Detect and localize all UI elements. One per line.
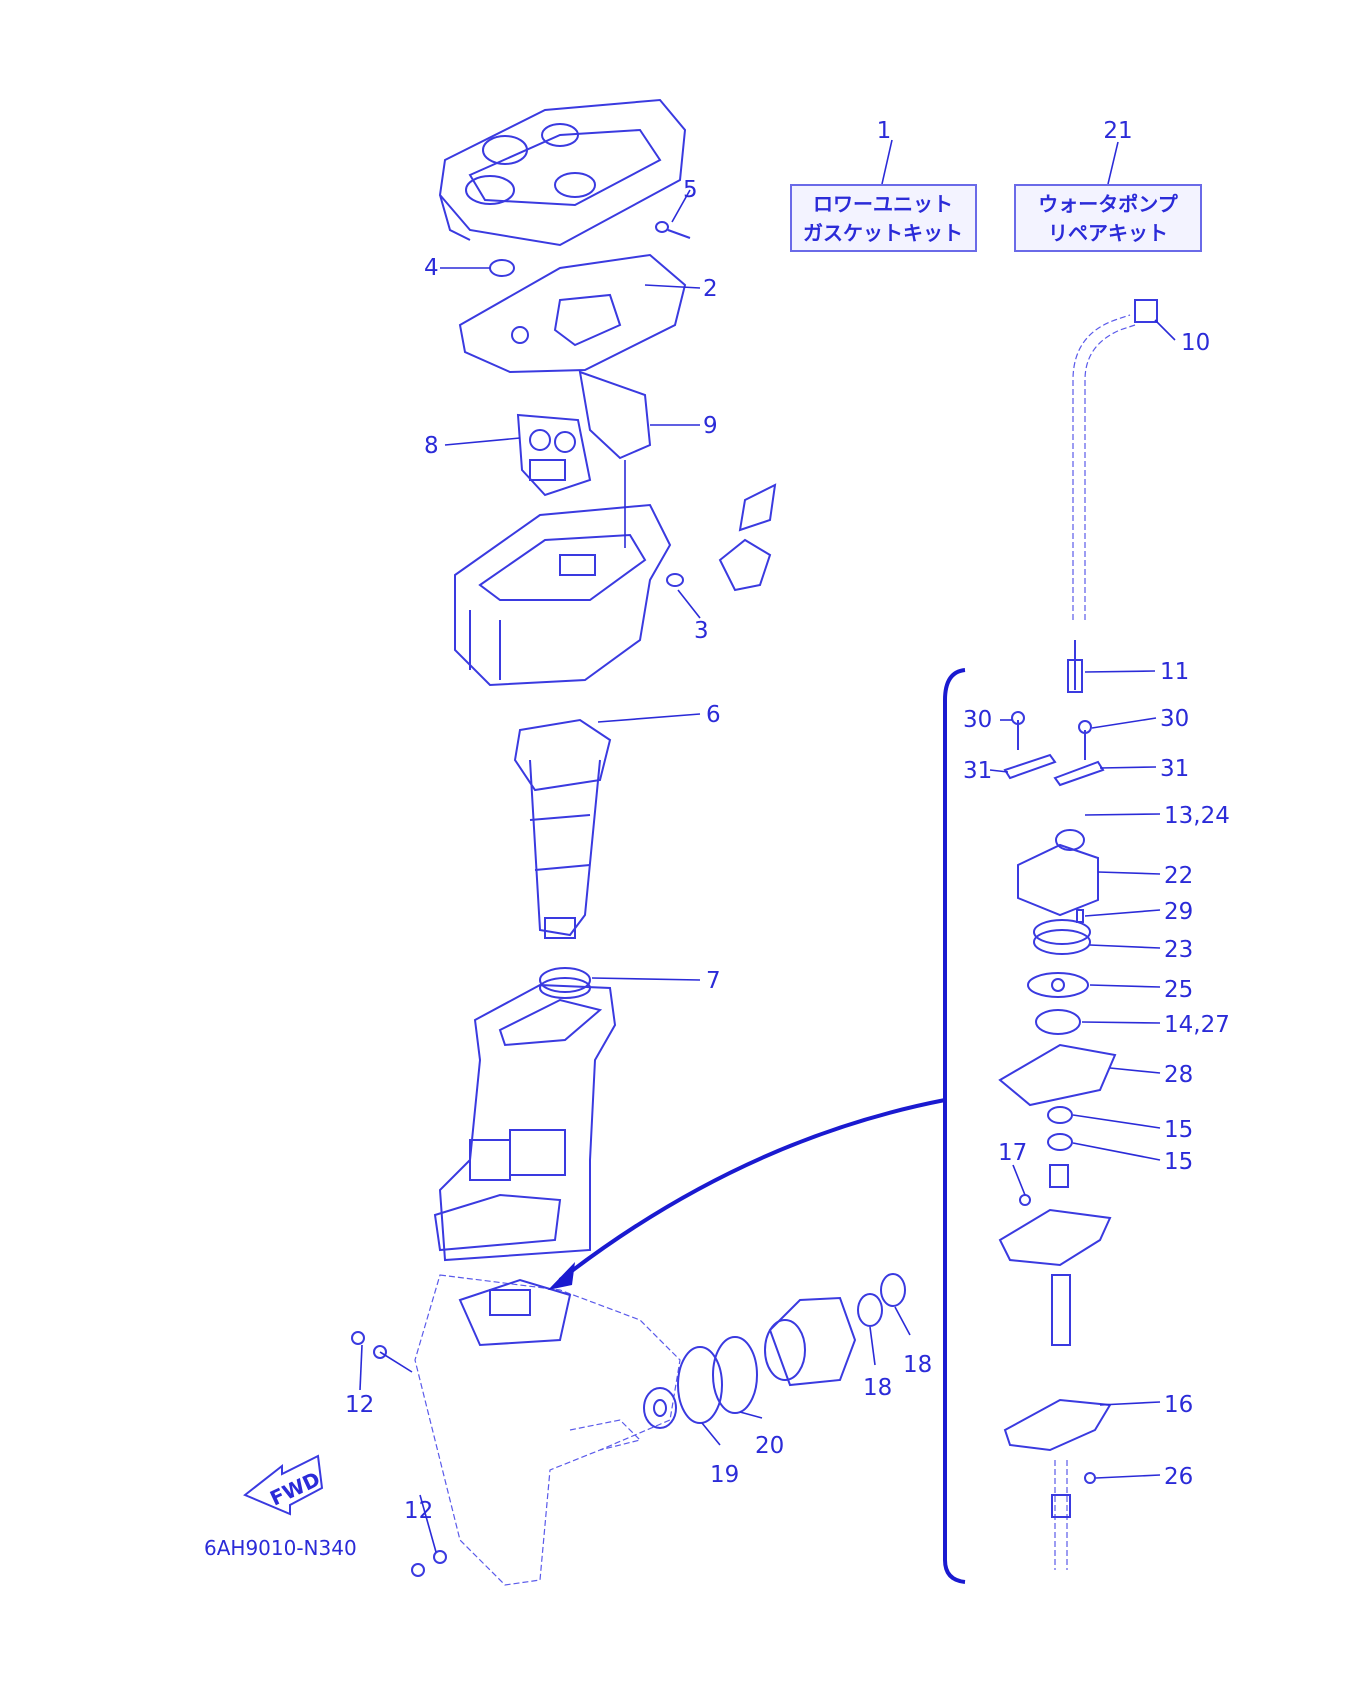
callout-6: 6 bbox=[706, 702, 721, 728]
callout-labels: 5 4 2 8 9 3 6 7 10 11 30 30 31 31 13,24 … bbox=[345, 177, 1230, 1524]
seal-7 bbox=[539, 967, 591, 999]
callout-18a: 18 bbox=[863, 1375, 892, 1401]
fwd-arrow-icon: FWD bbox=[243, 1454, 324, 1516]
bolt-30b bbox=[1078, 720, 1092, 760]
callout-19: 19 bbox=[710, 1462, 739, 1488]
kit-number: 1 bbox=[877, 118, 892, 144]
callout-30b: 30 bbox=[1160, 706, 1189, 732]
key-29 bbox=[1076, 909, 1084, 923]
kit-water-pump-repair: 21 ウォータポンプ リペアキット bbox=[1014, 118, 1202, 252]
plate-31b bbox=[1053, 760, 1105, 787]
callout-25: 25 bbox=[1164, 977, 1193, 1003]
callout-16: 16 bbox=[1164, 1392, 1193, 1418]
callout-14-27: 14,27 bbox=[1164, 1012, 1230, 1038]
sleeve bbox=[1051, 1274, 1071, 1346]
washer-4 bbox=[489, 259, 515, 277]
kit-lower-unit-gasket: 1 ロワーユニット ガスケットキット bbox=[790, 118, 977, 252]
fwd-label: FWD bbox=[266, 1467, 324, 1511]
bolt-12b bbox=[411, 1550, 447, 1577]
lower-drive-shaft bbox=[1051, 1460, 1071, 1570]
bearing bbox=[643, 1387, 677, 1429]
water-inlet-part bbox=[718, 483, 777, 592]
seal-housing bbox=[998, 1164, 1112, 1267]
o-ring-14 bbox=[1035, 1009, 1081, 1035]
water-tube-10 bbox=[1072, 299, 1158, 620]
callout-10: 10 bbox=[1181, 330, 1210, 356]
lower-case bbox=[414, 1274, 681, 1586]
kit-title-line1: ウォータポンプ bbox=[1038, 192, 1178, 216]
callout-18b: 18 bbox=[903, 1352, 932, 1378]
callout-15b: 15 bbox=[1164, 1149, 1193, 1175]
kit-number: 21 bbox=[1103, 118, 1132, 144]
oil-seal-18a bbox=[857, 1293, 883, 1327]
callout-30a: 30 bbox=[963, 707, 992, 733]
gasket-2 bbox=[458, 253, 687, 374]
callout-15a: 15 bbox=[1164, 1117, 1193, 1143]
bolt-30a bbox=[1011, 711, 1025, 750]
leader-lines bbox=[359, 189, 1176, 1553]
upper-case bbox=[433, 983, 617, 1262]
callout-9: 9 bbox=[703, 413, 718, 439]
gasket-16 bbox=[1003, 1398, 1112, 1452]
callout-22: 22 bbox=[1164, 863, 1193, 889]
o-ring-19 bbox=[677, 1346, 723, 1424]
callout-7: 7 bbox=[706, 968, 721, 994]
plate-31a bbox=[1003, 753, 1057, 780]
callout-20: 20 bbox=[755, 1433, 784, 1459]
callout-13-24: 13,24 bbox=[1164, 803, 1230, 829]
exhaust-guide bbox=[454, 503, 672, 687]
callout-12b: 12 bbox=[404, 1498, 433, 1524]
bolt-5 bbox=[655, 221, 691, 239]
callout-23: 23 bbox=[1164, 937, 1193, 963]
insert-23 bbox=[1033, 919, 1091, 955]
callout-11: 11 bbox=[1160, 659, 1189, 685]
callout-29: 29 bbox=[1164, 899, 1193, 925]
bolt-12a bbox=[351, 1331, 387, 1359]
callout-28: 28 bbox=[1164, 1062, 1193, 1088]
callout-2: 2 bbox=[703, 276, 718, 302]
upper-casing-top bbox=[438, 98, 687, 247]
insert-cartridge-22 bbox=[1017, 829, 1099, 917]
kit-title-line2: ガスケットキット bbox=[803, 221, 963, 245]
pin-26 bbox=[1084, 1472, 1096, 1484]
oil-seal-15b bbox=[1047, 1133, 1073, 1151]
propeller-shaft-housing bbox=[764, 1296, 857, 1387]
callout-12a: 12 bbox=[345, 1392, 374, 1418]
gasket-9 bbox=[578, 370, 652, 460]
drawing-code: 6AH9010-N340 bbox=[204, 1536, 357, 1560]
callout-5: 5 bbox=[683, 177, 698, 203]
water-pump-bracket bbox=[548, 668, 966, 1584]
o-ring-20 bbox=[712, 1336, 758, 1414]
seal-3 bbox=[666, 573, 684, 587]
callout-26: 26 bbox=[1164, 1464, 1193, 1490]
drive-shaft-pin-11 bbox=[1067, 640, 1083, 693]
o-ring-17 bbox=[1019, 1194, 1031, 1206]
kit-title-line1: ロワーユニット bbox=[813, 192, 953, 216]
outer-plate-28 bbox=[998, 1043, 1117, 1107]
callout-31a: 31 bbox=[963, 758, 992, 784]
callout-8: 8 bbox=[424, 433, 439, 459]
kit-title-line2: リペアキット bbox=[1048, 221, 1168, 245]
callout-31b: 31 bbox=[1160, 756, 1189, 782]
callout-4: 4 bbox=[424, 255, 439, 281]
oil-seal-15a bbox=[1047, 1106, 1073, 1124]
impeller-25 bbox=[1027, 972, 1089, 998]
drive-shaft-housing bbox=[513, 718, 612, 939]
gasket-8 bbox=[516, 413, 592, 497]
callout-17: 17 bbox=[998, 1140, 1027, 1166]
oil-seal-18b bbox=[880, 1273, 906, 1307]
callout-3: 3 bbox=[694, 618, 709, 644]
